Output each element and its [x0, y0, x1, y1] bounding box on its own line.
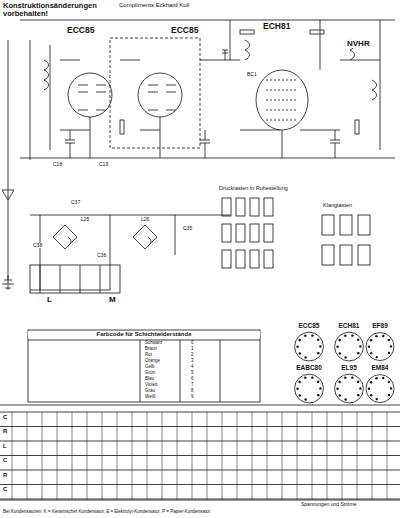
switch-contact	[322, 245, 334, 265]
credit: Compliments Eckhard Kull	[118, 2, 190, 8]
tube-socket: EF89	[364, 322, 396, 362]
switch-contact	[340, 215, 352, 235]
table-cell: Gelb	[144, 365, 156, 370]
table-cell: R	[2, 428, 8, 434]
table-cell: Grau	[144, 389, 156, 394]
tube-label: ECC85	[66, 26, 95, 35]
part-label: C38	[32, 243, 43, 248]
switch-contact	[358, 215, 370, 235]
switch-contact	[358, 245, 370, 265]
tube-label: NVHR	[346, 40, 371, 48]
switch-contact	[250, 250, 259, 268]
table-cell: C	[2, 457, 8, 463]
tube-name: EABC80	[292, 364, 326, 371]
switch-contact	[322, 215, 334, 235]
table-heading: Farbcode für Schichtwiderstände	[28, 331, 260, 338]
table-cell: C	[2, 486, 8, 492]
table-cell: R	[2, 472, 8, 478]
tube-name: ECH81	[332, 322, 366, 329]
table-cell: 8	[190, 389, 195, 394]
note: Konstruktionsänderungen vorbehalten!	[2, 2, 112, 18]
table-cell: 6	[190, 377, 195, 382]
table-cell: 3	[190, 359, 195, 364]
table-cell: 5	[190, 371, 195, 376]
switch-contact	[264, 224, 273, 242]
part-label: C35	[182, 226, 193, 231]
switch-label: M	[108, 296, 117, 304]
part-label: C19	[98, 162, 109, 167]
tube-label: ECC85	[170, 26, 199, 35]
footnote: Bei Kondensatoren: K = Keramischer Konde…	[2, 510, 211, 515]
switch-contact	[250, 224, 259, 242]
table-box: Farbcode für Schichtwiderstände	[28, 331, 260, 338]
table-heading: Spannungen und Ströme	[300, 502, 358, 507]
table-cell: L	[2, 443, 8, 449]
tube-name: EF89	[364, 322, 396, 329]
switch-contact	[340, 245, 352, 265]
switch-contact	[236, 198, 245, 216]
table-cell: 7	[190, 383, 195, 388]
switch-contact	[250, 198, 259, 216]
part-label: C37	[70, 200, 81, 205]
tube-socket: EL95	[332, 364, 366, 404]
caption: Klangtasten	[322, 203, 353, 209]
table-cell: 4	[190, 365, 195, 370]
tube-label: ECH81	[262, 22, 291, 31]
tube-name: EM84	[364, 364, 396, 371]
part-label: C18	[52, 162, 63, 167]
tube-name: EL95	[332, 364, 366, 371]
table-cell: Violett	[144, 383, 158, 388]
table-cell: 0	[190, 341, 195, 346]
table-cell: Blau	[144, 377, 155, 382]
tube-socket: EM84	[364, 364, 396, 404]
table-cell: Schwarz	[144, 341, 163, 346]
part-label: L26	[140, 217, 150, 222]
table-cell: Weiß	[144, 395, 156, 400]
switch-contact	[222, 250, 231, 268]
switch-contact	[222, 198, 231, 216]
tube-socket: ECH81	[332, 322, 366, 362]
tube-name: ECC85	[292, 322, 326, 329]
tube-socket: EABC80	[292, 364, 326, 404]
table-cell: Orange	[144, 359, 161, 364]
switch-contact	[236, 250, 245, 268]
switch-contact	[264, 198, 273, 216]
table-cell: 2	[190, 353, 195, 358]
table-cell: C	[2, 414, 8, 420]
table-cell: 1	[190, 347, 195, 352]
switch-contact	[264, 250, 273, 268]
tube-socket: ECC85	[292, 322, 326, 362]
part-label: BC1	[246, 72, 258, 77]
caption: Drucktasten in Ruhestellung	[218, 186, 289, 192]
switch-contact	[222, 224, 231, 242]
table-cell: Rot	[144, 353, 153, 358]
table-cell: Braun	[144, 347, 158, 352]
part-label: C36	[96, 253, 107, 258]
table-cell: 9	[190, 395, 195, 400]
switch-label: L	[46, 296, 53, 304]
part-label: L25	[80, 217, 90, 222]
switch-contact	[236, 224, 245, 242]
table-cell: Grün	[144, 371, 156, 376]
